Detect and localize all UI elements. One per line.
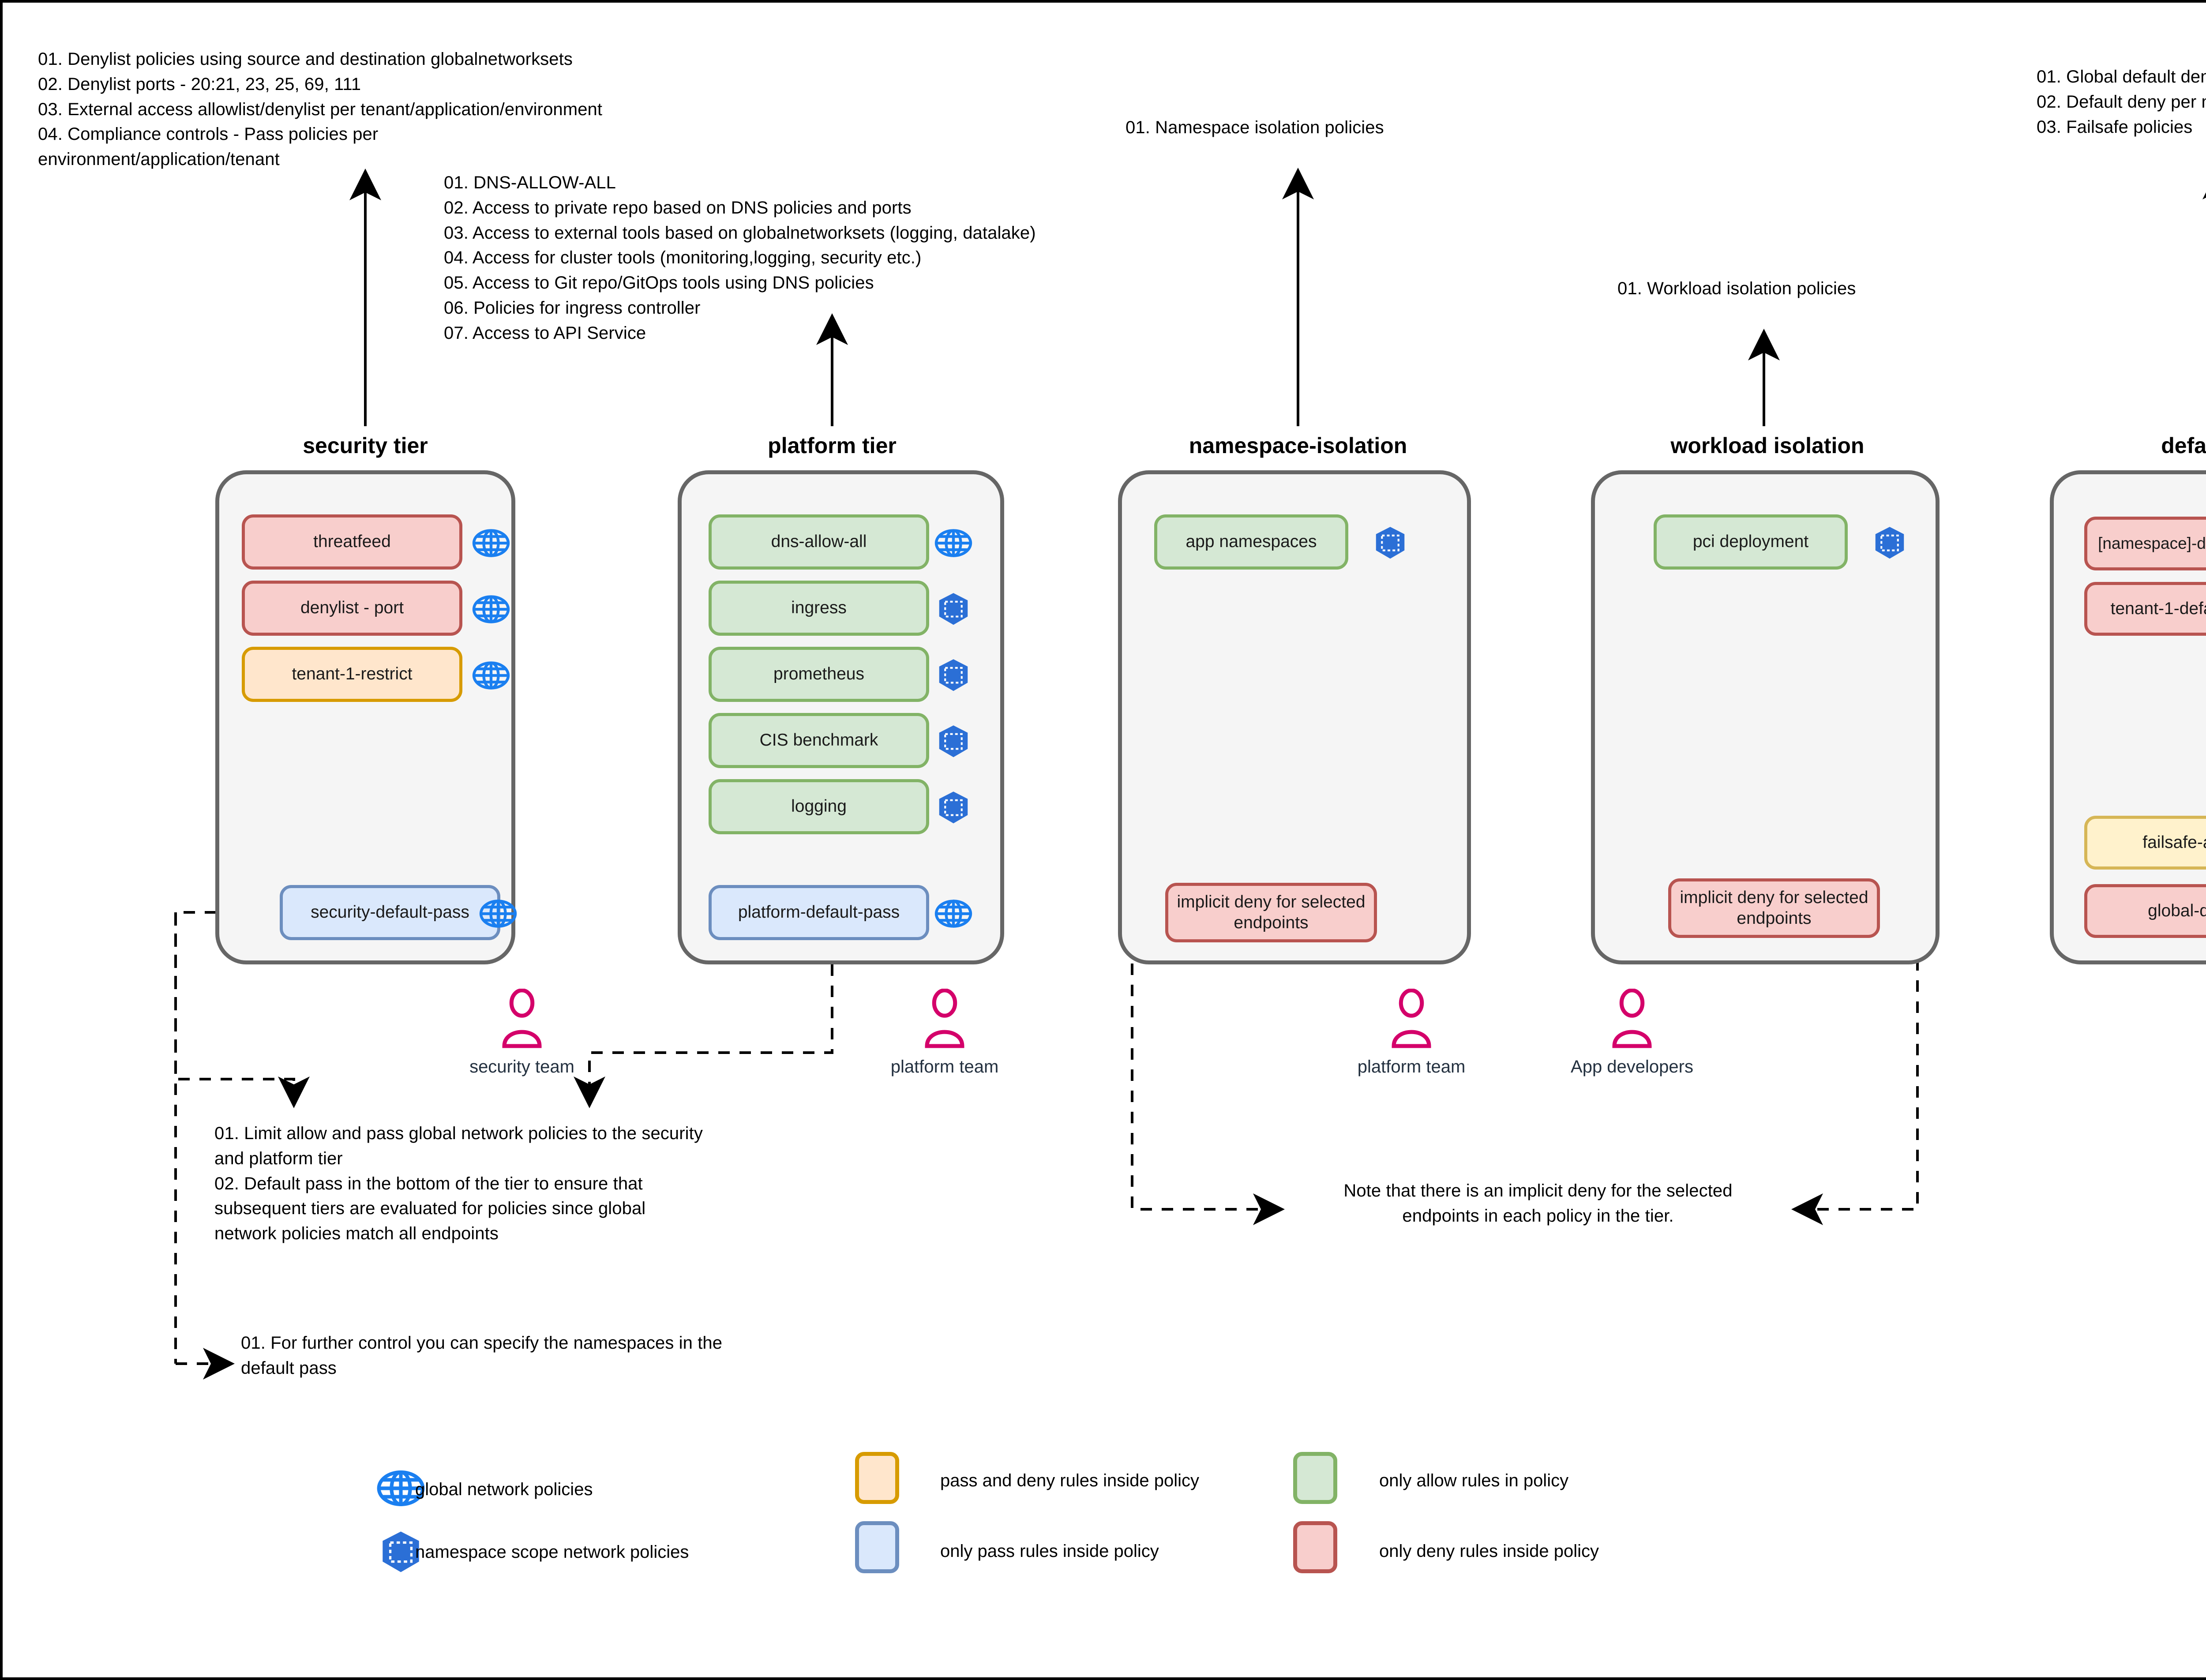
policy-global-deny[interactable]: global-deny (2084, 884, 2206, 938)
namespace-icon (934, 788, 973, 830)
annotation-platform-tier-list: 01. DNS-ALLOW-ALL 02. Access to private … (444, 173, 1036, 343)
person-icon (1387, 988, 1436, 1053)
namespace-icon (1870, 523, 1910, 565)
legend-label-global-network-policies: global network policies (415, 1480, 593, 1499)
tier-title-platform: platform tier (768, 433, 897, 458)
person-icon (920, 988, 969, 1053)
annotation-bottom-left-note: 01. Limit allow and pass global network … (214, 1124, 703, 1244)
policy-namespace-default-deny[interactable]: [namespace]-default-deny (2084, 517, 2206, 570)
legend-label-namespace-scope-network-policies: namespace scope network policies (415, 1542, 689, 1562)
namespace-icon (934, 589, 973, 631)
annotation-workload-isolation-list: 01. Workload isolation policies (1617, 279, 1856, 298)
legend-swatch-deny (1293, 1521, 1337, 1573)
policy-prometheus[interactable]: prometheus (709, 647, 929, 702)
team-label-security: security team (469, 1057, 574, 1076)
namespace-icon (1370, 523, 1410, 565)
legend-swatch-pass (855, 1521, 899, 1573)
legend-label-only-deny-rules: only deny rules inside policy (1379, 1541, 1599, 1561)
globe-icon (934, 523, 973, 565)
tier-title-default: default tier (2161, 433, 2206, 458)
globe-icon (478, 894, 518, 936)
policy-ingress[interactable]: ingress (709, 581, 929, 636)
policy-pci-deployment[interactable]: pci deployment (1654, 514, 1848, 570)
policy-dns-allow-all[interactable]: dns-allow-all (709, 514, 929, 570)
annotation-default-tier-list: 01. Global default deny 02. Default deny… (2037, 67, 2206, 137)
legend-label-only-allow-rules: only allow rules in policy (1379, 1471, 1569, 1490)
globe-icon (934, 894, 973, 936)
legend-swatch-allow (1293, 1452, 1337, 1504)
policy-security-default-pass[interactable]: security-default-pass (280, 885, 500, 940)
team-label-workload-isolation: App developers (1571, 1057, 1693, 1076)
globe-icon (471, 656, 511, 698)
tier-title-security: security tier (303, 433, 428, 458)
policy-threatfeed[interactable]: threatfeed (242, 514, 462, 570)
policy-denylist-port[interactable]: denylist - port (242, 581, 462, 636)
legend-label-pass-and-deny-rules: pass and deny rules inside policy (940, 1471, 1200, 1490)
policy-tenant-1-default-deny[interactable]: tenant-1-default-deny (2084, 582, 2206, 636)
policy-cis-benchmark[interactable]: CIS benchmark (709, 713, 929, 768)
annotation-security-tier-list: 01. Denylist policies using source and d… (38, 49, 603, 169)
globe-icon (471, 589, 511, 631)
globe-icon (471, 523, 511, 565)
team-label-platform: platform team (890, 1057, 999, 1076)
policy-app-namespaces[interactable]: app namespaces (1154, 514, 1348, 570)
namespace-icon (934, 722, 973, 764)
person-icon (1608, 988, 1656, 1053)
annotation-further-control-note: 01. For further control you can specify … (241, 1333, 723, 1378)
legend-globe-icon (375, 1463, 426, 1516)
annotation-namespace-isolation-list: 01. Namespace isolation policies (1126, 118, 1384, 137)
policy-platform-default-pass[interactable]: platform-default-pass (709, 885, 929, 940)
annotation-implicit-deny-note: Note that there is an implicit deny for … (1343, 1181, 1733, 1226)
legend-swatch-mixed (855, 1452, 899, 1504)
policy-failsafe-allow[interactable]: failsafe-allow (2084, 816, 2206, 870)
policy-tenant-1-restrict[interactable]: tenant-1-restrict (242, 647, 462, 702)
tier-title-workload-isolation: workload isolation (1670, 433, 1865, 458)
legend-namespace-icon (375, 1527, 426, 1580)
tier-title-namespace-isolation: namespace-isolation (1189, 433, 1407, 458)
legend-label-only-pass-rules: only pass rules inside policy (940, 1541, 1159, 1561)
policy-implicit-deny-namespace[interactable]: implicit deny for selected endpoints (1165, 883, 1377, 942)
namespace-icon (934, 656, 973, 698)
person-icon (498, 988, 546, 1053)
policy-logging[interactable]: logging (709, 779, 929, 834)
team-label-namespace-isolation: platform team (1357, 1057, 1466, 1076)
policy-implicit-deny-workload[interactable]: implicit deny for selected endpoints (1668, 878, 1880, 938)
